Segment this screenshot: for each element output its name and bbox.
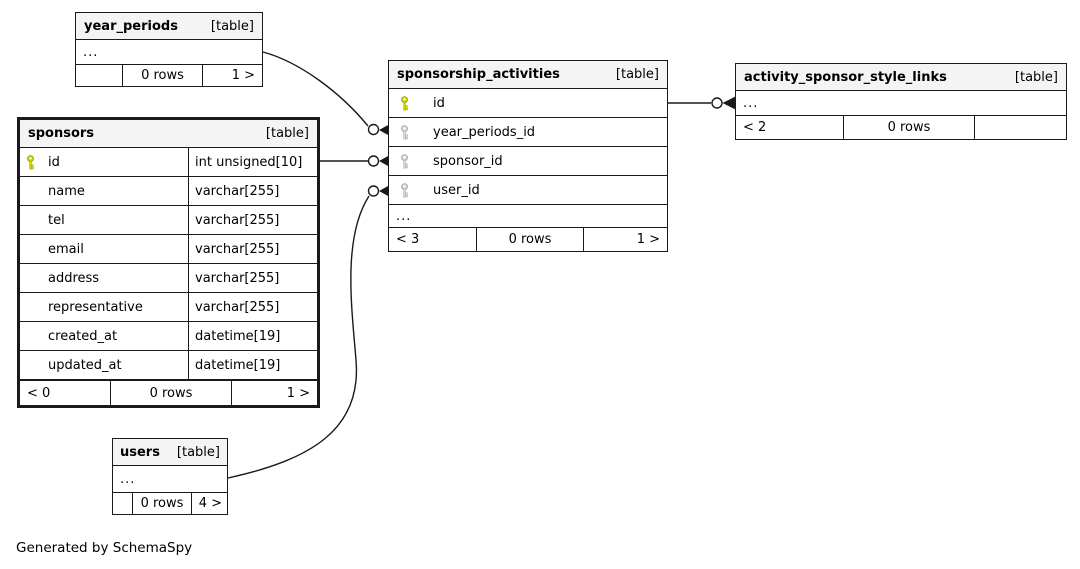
column-name: id xyxy=(433,95,445,111)
footer-rowcount: 0 rows xyxy=(132,493,191,514)
footer-children xyxy=(76,65,122,86)
key-cell xyxy=(400,182,433,198)
odot-sponsor-id xyxy=(367,155,380,167)
connector-year-periods xyxy=(262,51,369,127)
odot-year-periods-id xyxy=(367,123,380,136)
column-name: created_at xyxy=(48,328,118,344)
column-row: id xyxy=(389,89,667,118)
column-name: id xyxy=(48,154,60,170)
column-type: varchar[255] xyxy=(188,177,317,205)
footer-parents: 1 > xyxy=(202,65,262,86)
column-name: tel xyxy=(48,212,65,228)
column-name: address xyxy=(48,270,100,286)
column-name: email xyxy=(48,241,84,257)
table-header: year_periods [table] xyxy=(76,13,262,40)
column-name: sponsor_id xyxy=(433,153,503,169)
table-header: activity_sponsor_style_links [table] xyxy=(736,64,1066,91)
column-name: updated_at xyxy=(48,357,122,373)
footer-children: < 2 xyxy=(743,120,767,135)
column-row: id int unsigned[10] xyxy=(20,148,317,177)
table-name: activity_sponsor_style_links xyxy=(744,69,947,85)
foreign-key-icon xyxy=(401,124,408,139)
column-name: user_id xyxy=(433,182,480,198)
column-type: varchar[255] xyxy=(188,206,317,234)
column-row: created_at datetime[19] xyxy=(20,322,317,351)
column-type: varchar[255] xyxy=(188,264,317,292)
footer-rowcount: 0 rows xyxy=(122,65,202,86)
table-footer: < 2 0 rows xyxy=(736,116,1066,139)
table-footer: < 3 0 rows 1 > xyxy=(389,228,667,251)
column-row: name varchar[255] xyxy=(20,177,317,206)
column-row: year_periods_id xyxy=(389,118,667,147)
foreign-key-icon xyxy=(401,153,408,168)
footer-children xyxy=(113,493,132,514)
footer-rowcount: 0 rows xyxy=(110,381,231,405)
column-row: email varchar[255] xyxy=(20,235,317,264)
footer-children: < 3 xyxy=(396,232,420,247)
table-activity-sponsor-style-links[interactable]: activity_sponsor_style_links [table] ...… xyxy=(735,63,1067,140)
table-sponsorship-activities[interactable]: sponsorship_activities [table] id xyxy=(388,60,668,252)
column-row: address varchar[255] xyxy=(20,264,317,293)
odot-user-id xyxy=(367,185,380,197)
column-row: representative varchar[255] xyxy=(20,293,317,322)
column-row: sponsor_id xyxy=(389,147,667,176)
table-name: users xyxy=(120,444,160,460)
footer-parents: 1 > xyxy=(231,381,317,405)
table-footer: 0 rows 1 > xyxy=(76,65,262,86)
table-header: sponsors [table] xyxy=(20,120,317,148)
primary-key-icon xyxy=(27,154,34,169)
columns-ellipsis: ... xyxy=(76,40,262,65)
table-tag: [table] xyxy=(1014,69,1058,85)
table-name: sponsorship_activities xyxy=(397,67,560,82)
column-name: year_periods_id xyxy=(433,124,536,140)
key-cell xyxy=(400,153,433,169)
table-name: sponsors xyxy=(28,126,95,141)
footer-parents xyxy=(974,116,1066,139)
table-tag: [table] xyxy=(265,126,309,141)
odot-style-links xyxy=(711,97,723,109)
table-footer: 0 rows 4 > xyxy=(113,493,227,514)
arrowhead-style-links xyxy=(722,96,736,110)
column-type: datetime[19] xyxy=(188,322,317,350)
column-row: user_id xyxy=(389,176,667,205)
table-header: sponsorship_activities [table] xyxy=(389,61,667,89)
column-row: updated_at datetime[19] xyxy=(20,351,317,380)
columns-ellipsis: ... xyxy=(389,205,667,228)
table-users[interactable]: users [table] ... 0 rows 4 > xyxy=(112,438,228,515)
key-cell xyxy=(26,154,48,170)
primary-key-icon xyxy=(401,95,408,110)
table-footer: < 0 0 rows 1 > xyxy=(20,380,317,405)
footer-children: < 0 xyxy=(27,385,51,401)
columns-ellipsis: ... xyxy=(113,466,227,493)
column-type: varchar[255] xyxy=(188,293,317,321)
column-name: representative xyxy=(48,299,143,315)
column-row: tel varchar[255] xyxy=(20,206,317,235)
key-cell xyxy=(400,95,433,111)
footer-rowcount: 0 rows xyxy=(476,228,583,251)
table-tag: [table] xyxy=(210,18,254,34)
key-cell xyxy=(400,124,433,140)
columns-ellipsis: ... xyxy=(736,91,1066,116)
table-tag: [table] xyxy=(615,67,659,82)
table-sponsors[interactable]: sponsors [table] id int unsigned[10] nam… xyxy=(17,117,320,408)
table-tag: [table] xyxy=(176,444,220,460)
column-name: name xyxy=(48,183,85,199)
footer-parents: 4 > xyxy=(191,493,227,514)
footer-rowcount: 0 rows xyxy=(843,116,974,139)
footer-parents: 1 > xyxy=(583,228,667,251)
generator-note: Generated by SchemaSpy xyxy=(16,540,193,556)
table-header: users [table] xyxy=(113,439,227,466)
column-type: int unsigned[10] xyxy=(188,148,317,176)
table-name: year_periods xyxy=(84,18,178,34)
table-year-periods[interactable]: year_periods [table] ... 0 rows 1 > xyxy=(75,12,263,87)
foreign-key-icon xyxy=(401,182,408,197)
column-type: datetime[19] xyxy=(188,351,317,379)
column-type: varchar[255] xyxy=(188,235,317,263)
